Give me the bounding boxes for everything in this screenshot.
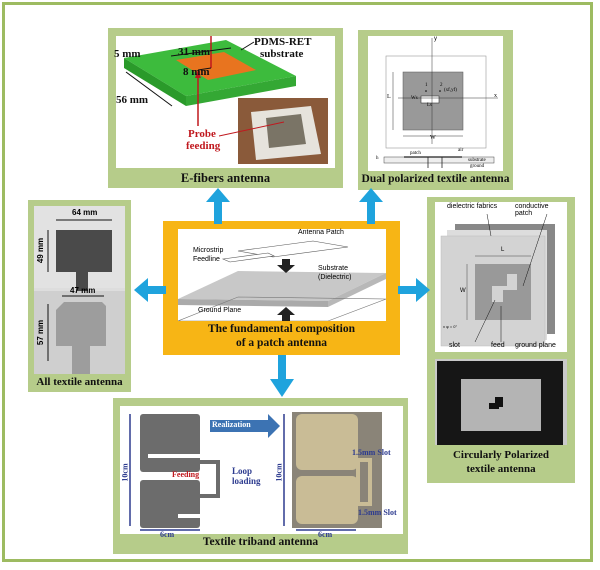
dim-31mm: 31 mm [178, 46, 211, 58]
label-slot-top: 1.5mm Slot [352, 448, 391, 457]
composition-diagram [178, 240, 386, 321]
label-substrate: substrate [468, 158, 486, 163]
label-port1: 1 [425, 83, 428, 88]
dim-6cm-left: 6cm [160, 530, 175, 539]
caption-all-textile: All textile antenna [36, 376, 123, 388]
circular-photo [435, 359, 567, 445]
label-ground: ground [470, 164, 485, 169]
dim-10cm-right: 10cm [274, 463, 284, 482]
arrow-right-circular [398, 278, 430, 302]
orange-patch [176, 52, 256, 80]
down-arrow [277, 259, 295, 273]
triband-image-area: Realization Feeding Loop loading 10cm 6c… [120, 406, 403, 539]
panel-dual-polarized: y x L W Ws Ls 1 2 (xf,yf) air patch subs… [358, 30, 513, 190]
dim-56mm: 56 mm [116, 94, 149, 106]
dim-57mm: 57 mm [36, 319, 46, 346]
caption-dual-polarized: Dual polarized textile antenna [361, 173, 510, 185]
label-ground-plane: ground plane [515, 342, 556, 349]
efibers-image-area: 5 mm 31 mm 8 mm 56 mm PDMS-RET substrate… [114, 36, 335, 168]
dual-diagram [383, 38, 498, 168]
label-slot: slot [449, 342, 460, 349]
caption-efibers: E-fibers antenna [180, 171, 271, 185]
caption-line2: of a patch antenna [235, 337, 328, 349]
label-loading: loading [232, 476, 261, 486]
arrow-left-alltextile [134, 278, 166, 302]
dual-slot [420, 95, 440, 104]
dim-5mm: 5 mm [114, 48, 141, 60]
alltextile-image-area: 64 mm 49 mm 47 mm 57 mm [34, 206, 125, 374]
alltextile-diagram [34, 206, 125, 374]
arrow-up-dual [359, 188, 383, 224]
substrate-label-line1: PDMS-RET [254, 36, 312, 48]
dim-47mm: 47 mm [70, 286, 96, 295]
label-W: W [460, 288, 466, 294]
caption-triband: Textile triband antenna [202, 536, 319, 548]
circular-diagram [440, 213, 555, 347]
label-h: h [376, 156, 379, 161]
substrate-layer [178, 271, 386, 301]
label-Ls: Ls [427, 103, 432, 108]
label-feeding: Feeding [172, 470, 200, 479]
substrate-label-line2: substrate [260, 48, 304, 60]
caption-circular-line2: textile antenna [466, 463, 536, 475]
up-arrow [277, 307, 295, 321]
dim-49mm: 49 mm [36, 237, 46, 264]
label-feedline: Feedline [193, 256, 220, 263]
triband-upper-patch [140, 414, 200, 472]
bottom-textile-patch [56, 302, 106, 374]
label-feed-coord: (xf,yf) [444, 88, 457, 93]
label-L: L [387, 94, 391, 100]
arrow-up-efibers [206, 188, 230, 224]
dim-64mm: 64 mm [72, 208, 98, 217]
label-patch: patch [410, 151, 421, 156]
caption-line1: The fundamental composition [208, 323, 355, 335]
label-x: x [494, 93, 497, 99]
dim-8mm: 8 mm [183, 66, 210, 78]
label-W: W [430, 135, 436, 141]
outer-frame [2, 2, 593, 562]
probe-label-line1: Probe [188, 128, 216, 140]
z-slot [492, 274, 517, 302]
label-Ws: Ws [411, 96, 418, 101]
top-textile-patch [56, 230, 112, 272]
arrow-down-triband [270, 355, 294, 397]
efibers-diagram [124, 36, 328, 164]
label-loop: Loop [232, 466, 253, 476]
label-phi: x φ = 0° [443, 324, 458, 329]
substrate-side-left [124, 58, 186, 106]
circular-diagram-area: dielectric fabrics conductive patch L W … [435, 202, 567, 352]
panel-all-textile: 64 mm 49 mm 47 mm 57 mm All textile ante… [28, 200, 131, 392]
probe-label-line2: feeding [186, 140, 221, 152]
label-port2: 2 [440, 83, 443, 88]
loop-loading [198, 460, 220, 498]
label-y: y [434, 36, 437, 42]
substrate-side-right [186, 76, 296, 106]
dim-6cm-right: 6cm [318, 530, 333, 539]
label-substrate: Substrate [318, 265, 348, 272]
composition-image-area: Antenna Patch Microstrip Feedline Substr… [178, 229, 386, 321]
panel-textile-triband: Realization Feeding Loop loading 10cm 6c… [113, 398, 408, 554]
label-slot-bottom: 1.5mm Slot [358, 508, 397, 517]
panel-circularly-polarized: dielectric fabrics conductive patch L W … [427, 197, 575, 483]
label-dielectric: (Dielectric) [318, 274, 352, 281]
dual-image-area: y x L W Ws Ls 1 2 (xf,yf) air patch subs… [368, 36, 503, 171]
triband-lower-patch [140, 480, 200, 528]
dim-10cm-left: 10cm [120, 463, 130, 482]
label-microstrip: Microstrip [193, 247, 224, 254]
label-conductive-patch: conductive patch [515, 203, 549, 217]
label-feed: feed [491, 342, 505, 349]
panel-patch-composition: Antenna Patch Microstrip Feedline Substr… [163, 221, 400, 355]
label-ground-plane: Ground Plane [198, 307, 242, 314]
realization-arrow [210, 414, 280, 438]
label-realization: Realization [212, 420, 251, 429]
panel-efibers-antenna: 5 mm 31 mm 8 mm 56 mm PDMS-RET substrate… [108, 28, 343, 188]
label-L: L [501, 247, 505, 253]
triband-diagram [129, 412, 382, 531]
ground-plane-layer [178, 296, 386, 321]
label-dielectric-fabrics: dielectric fabrics [447, 203, 498, 210]
label-air: air [458, 148, 464, 153]
label-antenna-patch: Antenna Patch [298, 229, 344, 236]
caption-circular-line1: Circularly Polarized [452, 449, 550, 461]
